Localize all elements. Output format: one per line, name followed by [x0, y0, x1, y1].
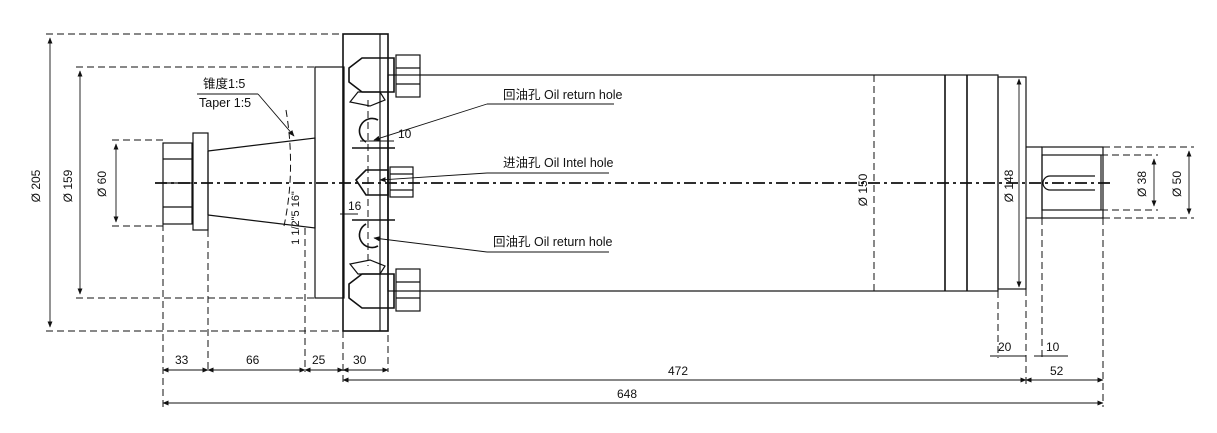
dim-52: 52	[1050, 364, 1064, 378]
dim-thread: 1 1/2"5 16"	[290, 191, 302, 245]
dim-dia-159: Ø 159	[61, 169, 75, 202]
callout-inlet-cn: 进油孔	[503, 156, 541, 170]
dim-20: 20	[998, 340, 1012, 354]
callout-bottom-en: Oil return hole	[534, 235, 613, 249]
dim-dia-38: Ø 38	[1135, 171, 1149, 197]
dim-10-top: 10	[398, 127, 412, 141]
dim-66: 66	[246, 353, 260, 367]
keyway	[1042, 175, 1095, 191]
internal-dims: 10 16	[340, 127, 412, 215]
dim-dia-148: Ø 148	[1002, 169, 1016, 202]
dim-dia-205: Ø 205	[29, 169, 43, 202]
taper-note: 锥度1:5 Taper 1:5	[197, 76, 295, 227]
dim-10-right: 10	[1046, 340, 1060, 354]
tool-flange	[192, 132, 209, 231]
dim-30: 30	[353, 353, 367, 367]
dim-dia-60: Ø 60	[95, 171, 109, 197]
bottom-oil-fitting	[348, 223, 421, 312]
dim-25: 25	[312, 353, 326, 367]
fittings	[348, 54, 421, 312]
dim-dia-150: Ø 150	[856, 173, 870, 206]
dim-472: 472	[668, 364, 688, 378]
dim-648: 648	[617, 387, 637, 401]
left-diameter-dims: Ø 205 Ø 159 Ø 60 1 1/2"5 16"	[29, 33, 343, 332]
rear-cap	[997, 76, 1027, 290]
callout-oil-return-top: 回油孔 Oil return hole	[373, 88, 623, 141]
callout-inlet-en: Oil Intel hole	[544, 156, 614, 170]
top-oil-fitting	[348, 54, 421, 143]
callout-oil-return-bottom: 回油孔 Oil return hole	[373, 235, 613, 253]
callout-oil-inlet: 进油孔 Oil Intel hole	[379, 156, 614, 183]
callout-bottom-cn: 回油孔	[493, 235, 531, 249]
callout-top-cn: 回油孔	[503, 88, 541, 102]
taper-label-cn: 锥度1:5	[203, 76, 245, 91]
callout-top-en: Oil return hole	[544, 88, 623, 102]
dim-dia-50: Ø 50	[1170, 171, 1184, 197]
body-diameter-dims: Ø 150 Ø 148	[856, 78, 1022, 288]
taper-label-en: Taper 1:5	[199, 96, 251, 110]
axial-dims: 33 66 25 30 20 10 472 52 648	[162, 218, 1104, 407]
dim-16: 16	[348, 199, 362, 213]
shaft-diameter-dims: Ø 38 Ø 50	[1101, 146, 1194, 219]
dim-33: 33	[175, 353, 189, 367]
